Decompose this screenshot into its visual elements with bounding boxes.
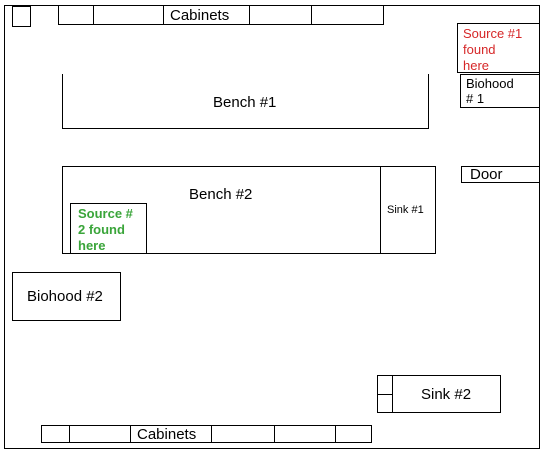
door-label: Door: [470, 166, 503, 183]
biohood-2: Biohood #2: [12, 272, 121, 321]
biohood-1-label: Biohood # 1: [466, 76, 514, 106]
corner-fixture: [12, 6, 31, 27]
source-1-callout: Source #1 found here: [457, 23, 540, 73]
source-1-line: found: [463, 42, 496, 57]
cabinet-divider: [70, 426, 131, 442]
cabinet-divider: [164, 6, 250, 24]
cabinet-divider: [59, 6, 94, 24]
biohood-1-line: Biohood: [466, 76, 514, 91]
bench-1-label: Bench #1: [213, 94, 277, 111]
bench-1: Bench #1: [62, 74, 429, 129]
cabinet-divider: [336, 426, 372, 442]
sink-2: Sink #2: [377, 375, 501, 413]
biohood-1-line: # 1: [466, 91, 485, 106]
top-cabinets-label: Cabinets: [170, 7, 230, 24]
source-2-callout: Source # 2 found here: [70, 203, 147, 254]
source-2-text: Source # 2 found here: [78, 206, 133, 253]
cabinet-divider: [312, 6, 384, 24]
cabinet-divider: [212, 426, 275, 442]
source-2-line: here: [78, 238, 106, 253]
top-cabinets: Cabinets: [58, 5, 384, 25]
door: Door: [461, 166, 540, 183]
bench-2-label: Bench #2: [189, 186, 253, 203]
sink-2-tap-divider: [378, 394, 392, 395]
cabinet-divider: [94, 6, 164, 24]
bottom-cabinets-label: Cabinets: [137, 426, 197, 443]
source-1-text: Source #1 found here: [463, 26, 523, 73]
biohood-2-label: Biohood #2: [27, 288, 103, 305]
biohood-1: Biohood # 1: [460, 74, 540, 108]
sink-1-label: Sink #1: [387, 204, 424, 216]
sink-2-label: Sink #2: [421, 386, 472, 403]
cabinet-divider: [275, 426, 336, 442]
cabinet-divider: [131, 426, 212, 442]
sink-1: Sink #1: [380, 166, 436, 254]
cabinet-divider: [42, 426, 70, 442]
source-2-line: Source #: [78, 206, 133, 221]
source-2-line: 2 found: [78, 222, 125, 237]
sink-2-tap-area: [378, 376, 393, 412]
source-1-line: Source #1: [463, 26, 523, 41]
bottom-cabinets: Cabinets: [41, 425, 372, 443]
source-1-line: here: [463, 58, 490, 73]
cabinet-divider: [250, 6, 312, 24]
